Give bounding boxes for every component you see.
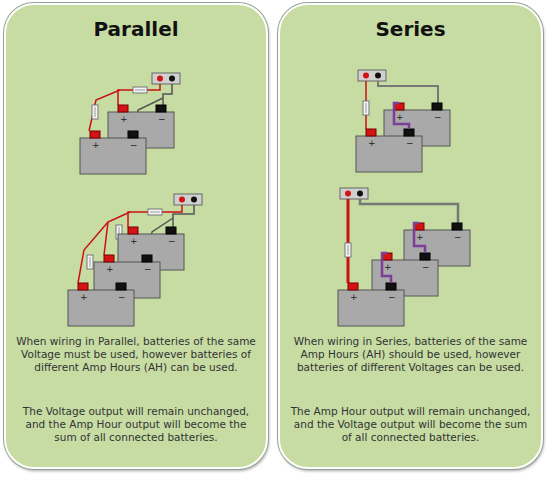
terminal-sign: + — [106, 265, 114, 274]
terminal-sign: − — [130, 141, 138, 150]
terminal-sign: − — [434, 113, 442, 122]
terminal-sign: − — [406, 139, 414, 148]
terminal-sign: − — [144, 265, 152, 274]
terminal-sign: − — [454, 233, 462, 242]
panel-text: When wiring in Parallel, batteries of th… — [16, 335, 256, 374]
terminal-sign: + — [120, 115, 128, 124]
terminal-sign: − — [158, 115, 166, 124]
panel-title: Parallel — [6, 17, 266, 41]
terminal-sign: + — [416, 233, 424, 242]
terminal-sign: + — [350, 293, 358, 302]
terminal-sign: + — [130, 237, 138, 246]
panel-text: When wiring in Series, batteries of the … — [290, 335, 531, 374]
terminal-sign: + — [368, 139, 376, 148]
terminal-sign: + — [384, 263, 392, 272]
terminal-sign: − — [118, 293, 126, 302]
terminal-sign: − — [422, 263, 430, 272]
panel-title: Series — [280, 17, 541, 41]
panel-text: The Voltage output will remain unchanged… — [16, 405, 256, 444]
terminal-sign: + — [396, 113, 404, 122]
terminal-sign: + — [92, 141, 100, 150]
terminal-sign: − — [388, 293, 396, 302]
panel-text: The Amp Hour output will remain unchange… — [290, 405, 531, 444]
terminal-sign: − — [168, 237, 176, 246]
terminal-sign: + — [80, 293, 88, 302]
